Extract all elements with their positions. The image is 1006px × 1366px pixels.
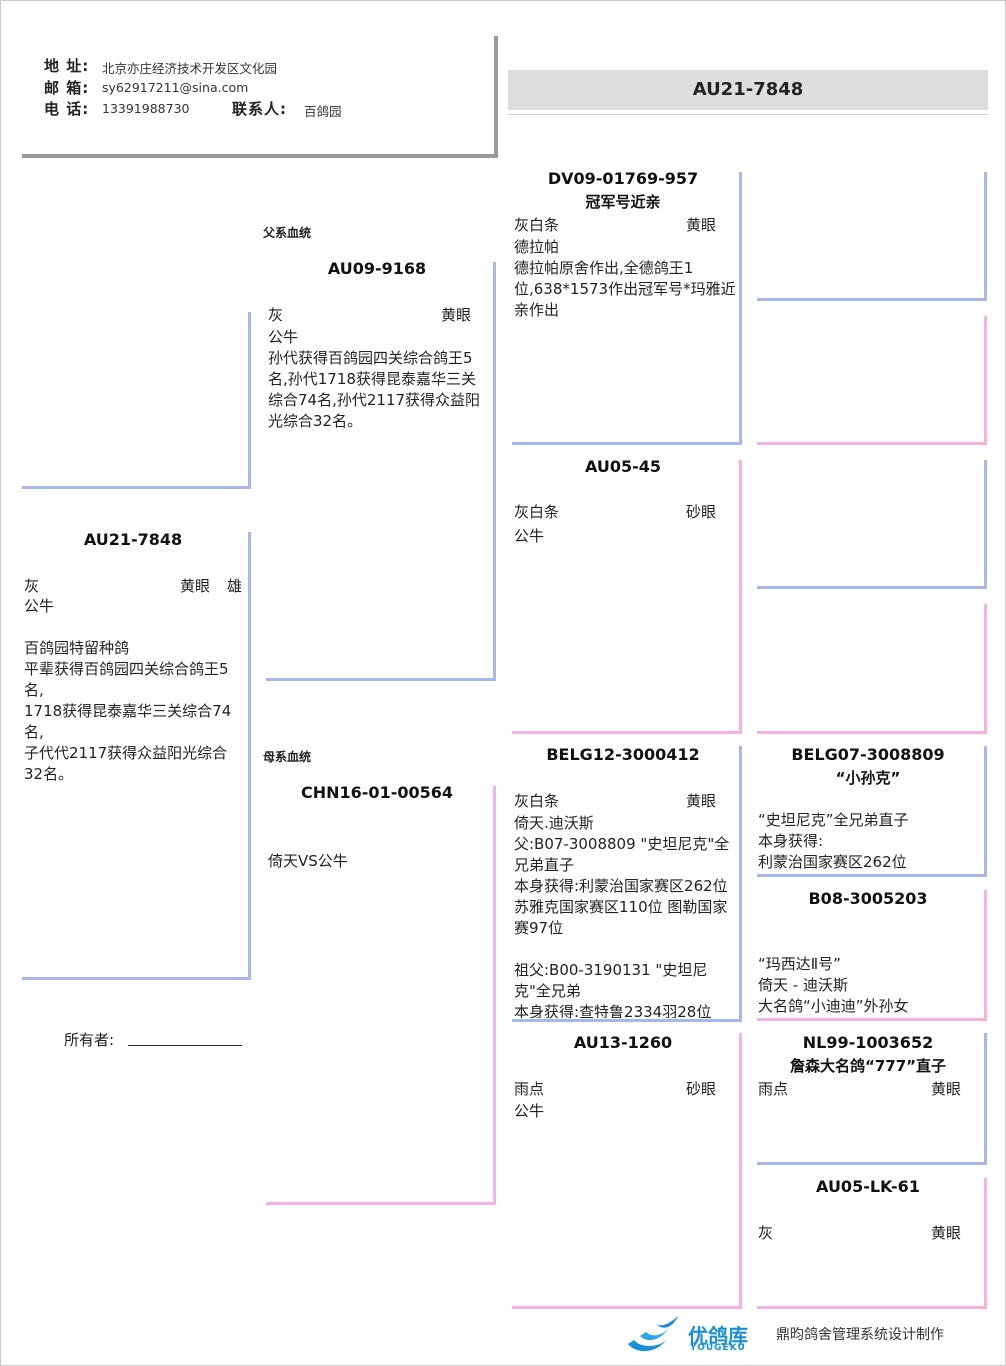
phone-label: 电 话:	[44, 100, 90, 118]
subject-sex: 雄	[227, 577, 243, 595]
subject-color: 灰	[24, 577, 40, 595]
subject-ring: AU21-7848	[83, 530, 183, 549]
dd-frame	[512, 1033, 742, 1309]
title-divider	[508, 114, 988, 115]
address-value: 北京亦庄经济技术开发区文化园	[102, 61, 278, 76]
dsd-notes: “玛西达Ⅱ号” 倚天 - 迪沃斯 大名鸽“小迪迪”外孙女	[758, 955, 909, 1015]
email-label: 邮 箱:	[44, 79, 90, 97]
ss-ring: DV09-01769-957	[547, 169, 699, 188]
dds-ring: NL99-1003652	[802, 1033, 934, 1052]
contact-label: 联系人:	[232, 100, 287, 118]
dam-line-label: 母系血统	[263, 750, 312, 764]
phone-value: 13391988730	[102, 101, 190, 116]
logo-text-cn: 优鸽库	[688, 1324, 748, 1348]
dam-ring: CHN16-01-00564	[301, 783, 453, 802]
sd-color: 灰白条	[514, 503, 560, 521]
ss-notes: 德拉帕 德拉帕原舍作出,全德鸽王1位,638*1573作出冠军号*玛雅近亲作出	[514, 238, 736, 319]
ssd-frame	[757, 316, 987, 445]
contact-header	[22, 36, 498, 158]
ss-frame	[512, 172, 742, 445]
subject-eye: 黄眼	[180, 577, 211, 595]
sss-frame	[757, 172, 987, 301]
dam-notes: 倚天VS公牛	[268, 852, 348, 870]
sire-color: 灰	[268, 306, 284, 324]
subject-notes: 公牛 百鸽园特留种鸽 平辈获得百鸽园四关综合鸽王5名, 1718获得昆泰嘉华三关…	[24, 597, 232, 783]
sire-notes: 公牛 孙代获得百鸽园四关综合鸽王5名,孙代1718获得昆泰嘉华三关综合74名,孙…	[268, 328, 481, 430]
dds-eye: 黄眼	[931, 1080, 962, 1098]
sire-line-label: 父系血统	[263, 226, 312, 240]
address-label: 地 址:	[44, 57, 90, 75]
owner-signature-line	[128, 1045, 242, 1046]
ddd-color: 灰	[758, 1224, 774, 1242]
dss-notes: “史坦尼克”全兄弟直子 本身获得: 利蒙治国家赛区262位	[758, 811, 909, 871]
ss-eye: 黄眼	[686, 216, 717, 234]
dss-frame	[757, 746, 987, 877]
dds-name: 詹森大名鸽“777”直子	[789, 1057, 947, 1075]
dds-frame	[757, 1033, 987, 1165]
ds-notes: 倚天.迪沃斯 父:B07-3008809 "史坦尼克"全兄弟直子 本身获得:利蒙…	[514, 814, 730, 1018]
subject-frame	[22, 532, 251, 980]
sdd-frame	[757, 604, 987, 734]
dss-ring: BELG07-3008809	[791, 745, 945, 764]
logo-text-en: YOUGEKU	[690, 1343, 746, 1353]
ddd-frame	[757, 1178, 987, 1309]
ds-eye: 黄眼	[686, 792, 717, 810]
yougeku-logo-icon	[622, 1314, 682, 1356]
pedigree-title: AU21-7848	[508, 70, 988, 110]
ss-color: 灰白条	[514, 216, 560, 234]
sire-eye: 黄眼	[441, 306, 472, 324]
owner-label: 所有者:	[64, 1031, 115, 1049]
ds-ring: BELG12-3000412	[546, 745, 700, 764]
dd-notes: 公牛	[514, 1102, 545, 1120]
dds-color: 雨点	[758, 1080, 789, 1098]
dsd-ring: B08-3005203	[808, 889, 928, 908]
ds-color: 灰白条	[514, 792, 560, 810]
ddd-eye: 黄眼	[931, 1224, 962, 1242]
dss-name: “小孙克”	[835, 769, 901, 787]
sire-ring: AU09-9168	[327, 259, 427, 278]
dsd-frame	[757, 890, 987, 1021]
sd-eye: 砂眼	[686, 503, 717, 521]
dam-frame	[266, 786, 496, 1205]
ss-name: 冠军号近亲	[585, 193, 661, 211]
contact-value: 百鸽园	[304, 104, 342, 119]
ddd-ring: AU05-LK-61	[816, 1177, 920, 1196]
dd-eye: 砂眼	[686, 1080, 717, 1098]
email-value: sy62917211@sina.com	[102, 80, 249, 95]
subject-top-frame	[22, 312, 251, 489]
sd-ring: AU05-45	[584, 457, 662, 476]
dd-ring: AU13-1260	[573, 1033, 673, 1052]
sd-notes: 公牛	[514, 527, 545, 545]
ds-frame	[512, 746, 742, 1022]
sd-frame	[512, 460, 742, 734]
footer-credit: 鼎昀鸽舍管理系统设计制作	[776, 1327, 944, 1343]
dd-color: 雨点	[514, 1080, 545, 1098]
sire-frame	[266, 262, 496, 681]
sds-frame	[757, 460, 987, 589]
